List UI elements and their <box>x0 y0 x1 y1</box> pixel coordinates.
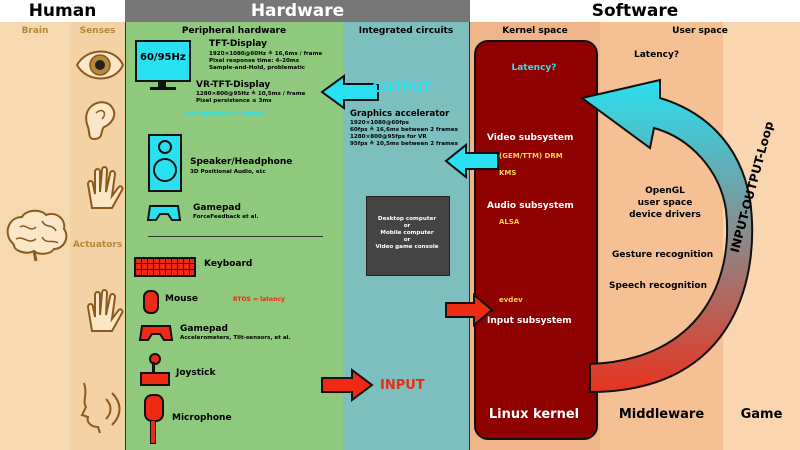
rtos-note: RTOS ≈ latency <box>233 296 285 303</box>
game-label: Game <box>740 407 783 422</box>
subheader-peripheral: Peripheral hardware <box>181 26 287 36</box>
gpu-line-3: 1280×800@95fps for VR <box>350 134 427 140</box>
subheader-user-space: User space <box>672 26 728 36</box>
speaker-title: Speaker/Headphone <box>190 157 293 167</box>
subheader-brain: Brain <box>21 26 49 36</box>
eye-icon <box>75 50 125 80</box>
drm-label: (GEM/TTM) DRM <box>499 152 563 160</box>
kernel-label: Linux kernel <box>488 407 580 422</box>
subheader-integrated: Integrated circuits <box>358 26 454 36</box>
speaker-sub: 3D Positional Audio, etc <box>190 169 266 175</box>
vr-line-1: 1280×800@95Hz ≙ 10,5ms / frame <box>196 91 306 97</box>
microphone-label: Microphone <box>172 413 232 423</box>
monitor-screen <box>135 40 191 82</box>
gamepad-input-title: Gamepad <box>180 324 228 334</box>
kernel-latency: Latency? <box>511 63 557 73</box>
joystick-knob <box>149 353 161 365</box>
vr-note: Pen suppression / display <box>184 111 265 117</box>
gamepad-input-icon <box>138 325 174 341</box>
gamepad-input-sub: Accelerometers, Tilt-sensors, et al. <box>180 335 291 341</box>
device-line-1: Desktop computer <box>377 216 437 222</box>
opengl-line-2: user space <box>637 198 693 208</box>
header-hardware: Hardware <box>125 0 470 22</box>
ear-icon <box>85 101 116 141</box>
joystick-label: Joystick <box>176 368 216 378</box>
microphone-head <box>144 394 164 422</box>
output-arrow-top <box>320 74 379 110</box>
keyboard-icon <box>134 257 196 277</box>
kernel-box <box>474 40 598 440</box>
device-line-5: Video game console <box>375 244 439 250</box>
device-line-4: or <box>403 237 411 243</box>
speaker-tweeter <box>158 140 172 154</box>
tft-line-1: 1920×1080@60Hz ≙ 16,6ms / frame <box>209 51 323 57</box>
monitor-stand <box>158 81 166 87</box>
gamepad-output-sub: ForceFeedback et al. <box>193 214 259 220</box>
vr-line-2: Pixel persistence ≤ 3ms <box>196 98 272 104</box>
gamepad-output-icon <box>146 205 182 221</box>
tft-line-2: Pixel response time: 4–20ms <box>209 58 300 64</box>
joystick-base <box>140 372 170 386</box>
tft-line-3: Sample-and-Hold, problematic <box>209 65 306 71</box>
joystick-stick <box>152 362 155 372</box>
device-box <box>366 196 450 276</box>
monitor-base <box>150 87 176 90</box>
video-subsystem: Video subsystem <box>487 133 574 143</box>
gpu-line-2: 60fps ≙ 16,6ms between 2 frames <box>350 127 458 133</box>
divider <box>148 236 323 237</box>
subheader-senses: Senses <box>79 26 116 36</box>
hand-icon <box>86 166 124 209</box>
input-label: INPUT <box>380 378 425 393</box>
middleware-label: Middleware <box>618 407 705 422</box>
io-loop-arrow <box>579 78 754 394</box>
gpu-line-1: 1920×1080@60fps <box>350 120 409 126</box>
tft-title: TFT-Display <box>209 39 267 49</box>
mouth-voice-icon <box>80 382 121 434</box>
gesture-recognition: Gesture recognition <box>612 250 714 260</box>
device-line-3: Mobile computer <box>380 230 434 236</box>
keyboard-label: Keyboard <box>204 259 253 269</box>
audio-subsystem: Audio subsystem <box>487 201 574 211</box>
output-arrow-kernel <box>444 142 499 180</box>
mouse-icon <box>143 290 159 314</box>
brain-icon <box>6 209 68 262</box>
subheader-kernel-space: Kernel space <box>502 26 568 36</box>
monitor-label: 60/95Hz <box>140 52 186 63</box>
hand-actuator-icon <box>86 289 124 332</box>
userspace-latency: Latency? <box>634 50 680 60</box>
alsa-label: ALSA <box>499 218 520 226</box>
opengl-line-1: OpenGL <box>645 186 685 196</box>
input-arrow-kernel <box>445 292 494 328</box>
output-label: OUTPUT <box>372 81 432 96</box>
microphone-stem <box>150 420 156 444</box>
gpu-title: Graphics accelerator <box>350 109 450 119</box>
opengl-line-3: device drivers <box>629 210 701 220</box>
subheader-actuators: Actuators <box>72 240 123 250</box>
gamepad-output-title: Gamepad <box>193 203 241 213</box>
mouse-label: Mouse <box>165 294 199 304</box>
gpu-line-4: 95fps ≙ 10,5ms between 2 frames <box>350 141 458 147</box>
vr-title: VR-TFT-Display <box>196 80 271 90</box>
device-line-2: or <box>403 223 411 229</box>
input-arrow-bottom <box>321 368 374 402</box>
kms-label: KMS <box>499 169 517 177</box>
header-human: Human <box>0 0 125 22</box>
input-subsystem: Input subsystem <box>487 316 572 326</box>
speaker-woofer <box>153 158 177 182</box>
header-software: Software <box>470 0 800 22</box>
speech-recognition: Speech recognition <box>609 281 707 291</box>
evdev-label: evdev <box>499 296 523 304</box>
